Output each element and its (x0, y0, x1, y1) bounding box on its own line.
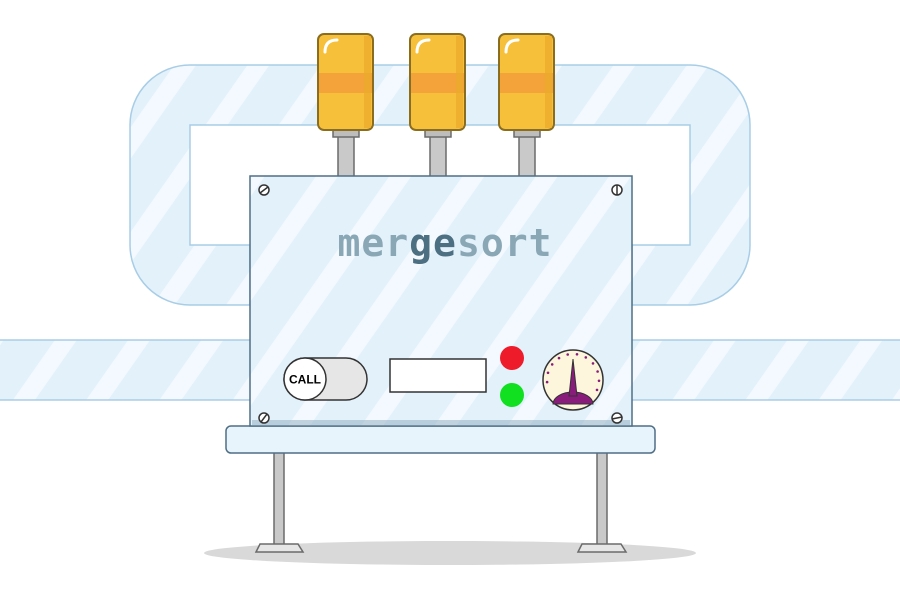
gauge-tick (545, 380, 549, 384)
gauge-tick (557, 356, 561, 360)
call-button-label: CALL (289, 373, 321, 387)
call-button[interactable]: CALL (283, 357, 368, 401)
gauge-tick (546, 371, 550, 375)
title-part-ge: ge (409, 221, 457, 265)
gauge-tick (550, 363, 554, 366)
screw-bottom-right (611, 412, 623, 424)
gauge-tick (595, 388, 599, 392)
screw-bottom-left (258, 412, 270, 424)
gauge-needle (568, 358, 578, 397)
gauge-tick (597, 379, 601, 383)
beacon-light-right (498, 33, 555, 179)
pressure-gauge (542, 349, 604, 411)
gauge-tick (566, 353, 569, 356)
screw-top-left (258, 184, 270, 196)
red-indicator-light (500, 346, 524, 370)
machine-title: mergesort (338, 221, 553, 265)
machine-base-shelf (225, 425, 656, 454)
beacon-light-left (317, 33, 374, 179)
title-part-mer: mer (338, 221, 410, 265)
beacon-light-middle (409, 33, 466, 179)
gauge-tick (575, 353, 579, 356)
output-display (389, 358, 487, 393)
gauge-tick (584, 356, 588, 359)
gauge-tick (596, 370, 599, 373)
pipe-horizontal-right (629, 339, 900, 401)
floor-shadow (204, 541, 696, 565)
pipe-horizontal-left (0, 339, 253, 401)
green-indicator-light (500, 383, 524, 407)
table-leg-left (254, 447, 305, 553)
title-part-sort: sort (457, 221, 553, 265)
table-leg-right (576, 447, 628, 553)
gauge-ticks (545, 353, 601, 392)
gauge-tick (591, 362, 595, 365)
screw-top-right (611, 184, 623, 196)
